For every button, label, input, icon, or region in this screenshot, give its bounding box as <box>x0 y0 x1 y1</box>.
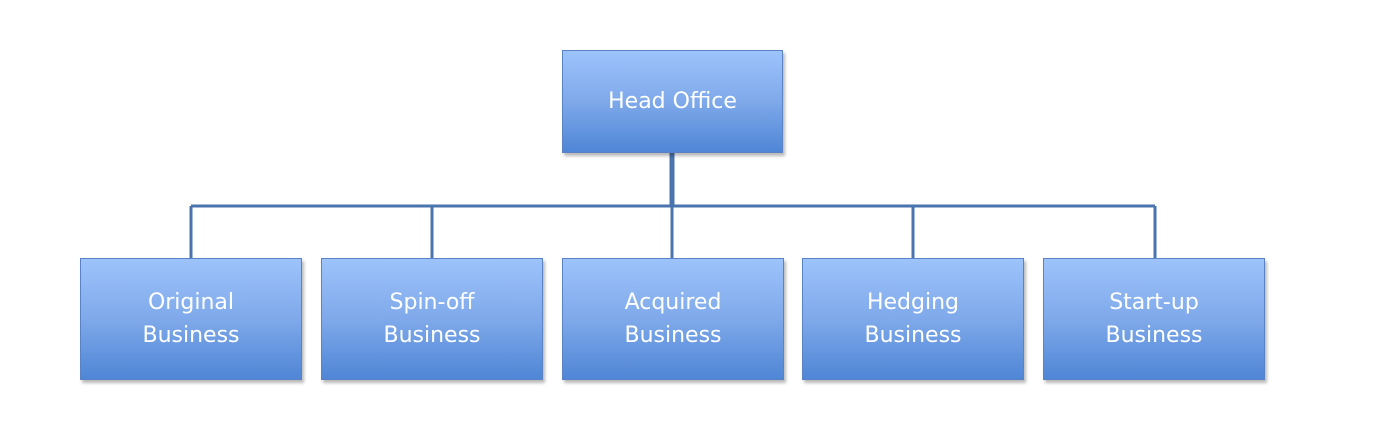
acquired-business-line2: Business <box>624 323 722 348</box>
spin-off-business-line1: Spin-off <box>389 290 475 315</box>
acquired-business-label: Acquired Business <box>624 286 721 352</box>
hedging-business-line2: Business <box>864 323 962 348</box>
original-business-label: Original Business <box>142 286 239 352</box>
hedging-business-label: Hedging Business <box>864 286 961 352</box>
original-business-line2: Business <box>142 323 240 348</box>
original-business-node: Original Business <box>80 258 302 380</box>
start-up-business-line2: Business <box>1105 323 1203 348</box>
start-up-business-label: Start-up Business <box>1105 286 1202 352</box>
acquired-business-line1: Acquired <box>624 290 722 315</box>
start-up-business-node: Start-up Business <box>1043 258 1265 380</box>
hedging-business-line1: Hedging <box>866 290 959 315</box>
start-up-business-line1: Start-up <box>1109 290 1199 315</box>
hedging-business-node: Hedging Business <box>802 258 1024 380</box>
spin-off-business-line2: Business <box>383 323 481 348</box>
head-office-node: Head Office <box>562 50 783 153</box>
original-business-line1: Original <box>147 290 235 315</box>
spin-off-business-label: Spin-off Business <box>383 286 480 352</box>
acquired-business-node: Acquired Business <box>562 258 784 380</box>
head-office-label: Head Office <box>608 89 737 114</box>
spin-off-business-node: Spin-off Business <box>321 258 543 380</box>
